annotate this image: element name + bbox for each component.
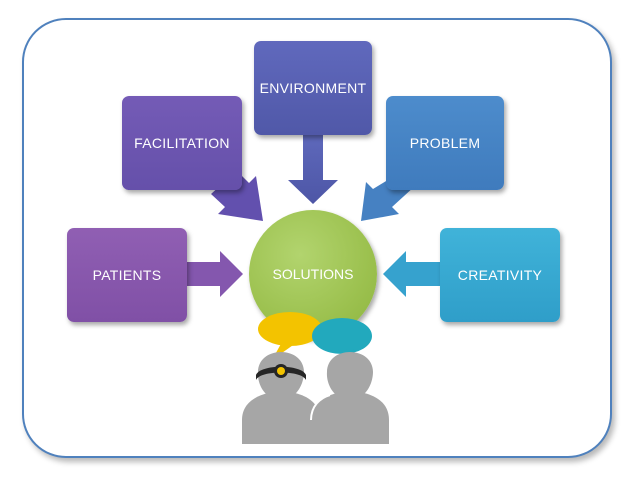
box-problem: PROBLEM [386, 96, 504, 190]
arrow-environment [288, 132, 338, 204]
box-environment-label: ENVIRONMENT [259, 80, 367, 96]
box-environment: ENVIRONMENT [254, 41, 372, 135]
box-facilitation: FACILITATION [122, 96, 242, 190]
box-creativity-label: CREATIVITY [457, 267, 543, 283]
box-problem-label: PROBLEM [409, 135, 481, 151]
arrow-patients [186, 251, 243, 297]
person-icon [310, 352, 389, 444]
box-facilitation-label: FACILITATION [134, 135, 230, 151]
solutions-label: SOLUTIONS [272, 266, 354, 282]
doctor-person-icon [242, 352, 320, 444]
box-creativity: CREATIVITY [440, 228, 560, 322]
box-patients-label: PATIENTS [92, 267, 162, 283]
box-patients: PATIENTS [67, 228, 187, 322]
arrow-creativity [383, 251, 440, 297]
